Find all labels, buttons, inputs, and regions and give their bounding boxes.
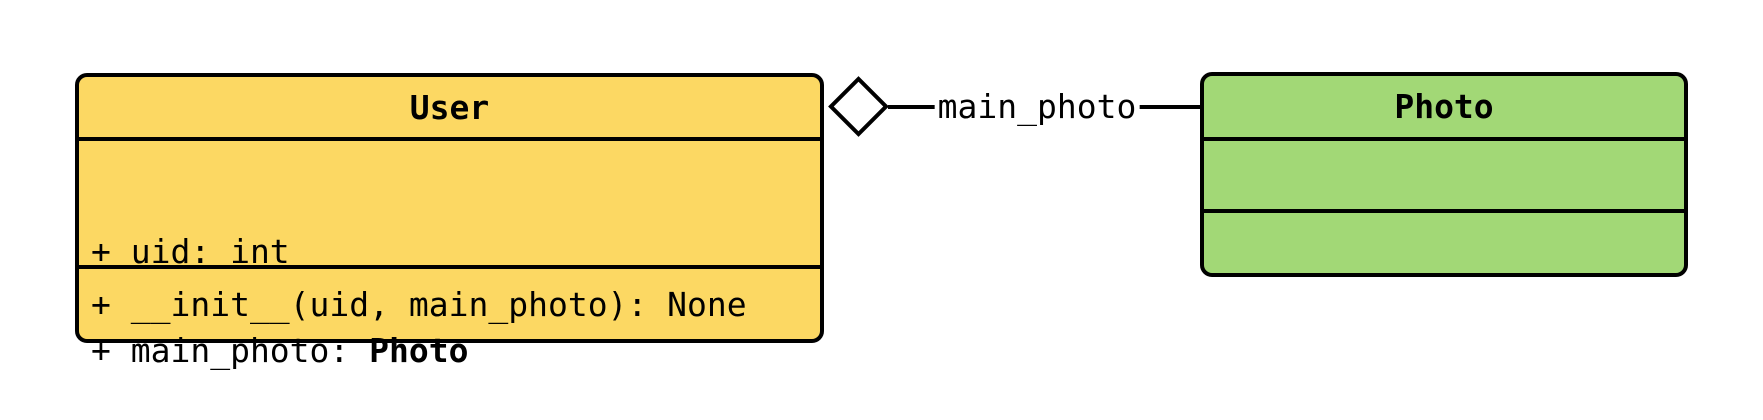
class-attributes-user: + uid: int + main_photo: Photo [79,137,820,367]
class-box-photo: Photo [1200,72,1688,277]
attribute-main-photo: + main_photo: Photo [91,334,820,367]
class-title-user: User [409,87,490,127]
class-box-user: User + uid: int + main_photo: Photo + __… [75,73,824,367]
class-attributes-photo [1204,137,1684,209]
class-methods-user: + __init__(uid, main_photo): None [79,265,820,339]
attribute-main-photo-name: + main_photo: [91,331,370,370]
aggregation-diamond-icon [828,76,889,137]
attribute-main-photo-type: Photo [369,331,469,370]
relationship-label: main_photo [934,89,1140,125]
method-init: + __init__(uid, main_photo): None [91,284,747,324]
attribute-uid: + uid: int [91,232,290,271]
class-methods-photo [1204,209,1684,273]
class-title-photo: Photo [1394,87,1494,126]
